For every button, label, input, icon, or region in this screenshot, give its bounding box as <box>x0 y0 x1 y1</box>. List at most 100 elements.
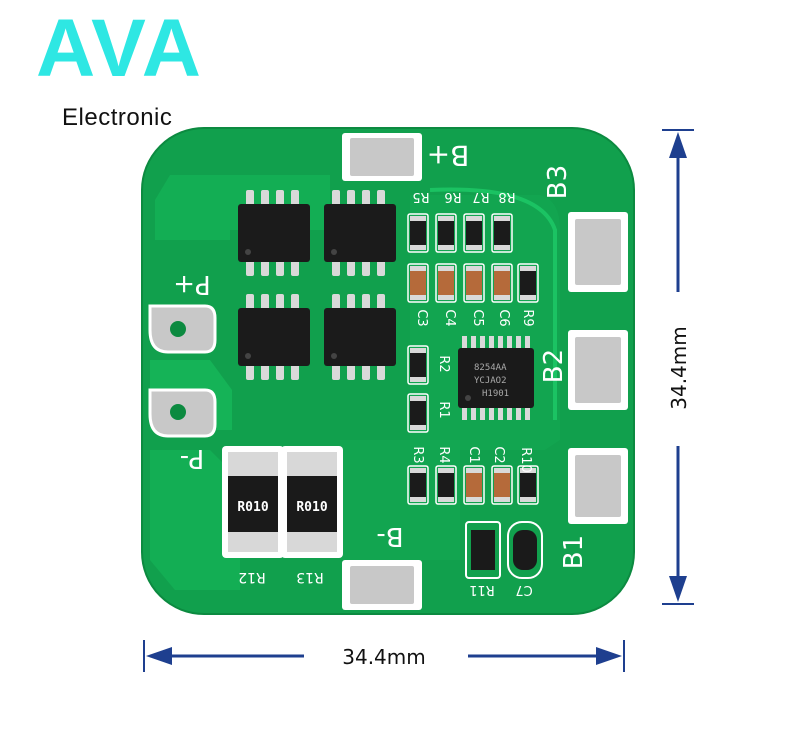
mosfet-pin <box>291 260 299 276</box>
mosfet-pin1-mark <box>245 353 251 359</box>
smd-mid-row <box>407 263 539 433</box>
smd-cap-end <box>466 295 482 300</box>
dimension-vertical: 34.4mm <box>662 129 694 605</box>
smd-cap-end <box>438 266 454 271</box>
smd-cap-end <box>494 468 510 473</box>
smd-cap-end <box>410 245 426 250</box>
smd-outline <box>407 393 429 433</box>
label-c6: C6 <box>496 309 511 326</box>
smd-outline <box>463 213 485 253</box>
smd-body <box>494 221 510 245</box>
mosfet-pin <box>347 294 355 310</box>
smd-outline <box>407 263 429 303</box>
ic-marking-line-2: YCJAO2 <box>474 376 507 386</box>
smd-resistor <box>517 263 539 303</box>
smd-cap-end <box>466 497 482 502</box>
pad-b-plus <box>342 133 422 181</box>
shunt-resistor-r12: R010 <box>222 446 284 558</box>
label-c4: C4 <box>442 309 457 326</box>
label-r8: R8 <box>498 189 515 204</box>
smd-cap-end <box>520 497 536 502</box>
smd-body <box>438 271 454 295</box>
smd-cap-end <box>466 245 482 250</box>
smd-body <box>410 473 426 497</box>
mosfet-chip <box>238 190 310 276</box>
mosfet-body <box>324 204 396 262</box>
label-r7: R7 <box>472 189 489 204</box>
pcb-trace-left <box>150 246 232 430</box>
resistor-r11 <box>465 521 501 579</box>
mosfet-pin <box>291 364 299 380</box>
mosfet-pin <box>377 364 385 380</box>
smd-body <box>410 221 426 245</box>
smd-cap-end <box>410 396 426 401</box>
mosfet-pin <box>291 294 299 310</box>
label-b2: B2 <box>539 349 569 383</box>
pad-b3 <box>568 212 628 292</box>
mosfet-pin <box>246 190 254 206</box>
shunt-resistor-r13: R010 <box>281 446 343 558</box>
mosfet-pin <box>276 190 284 206</box>
smd-outline <box>463 263 485 303</box>
ic-pin <box>462 406 467 420</box>
smd-cap-end <box>410 348 426 353</box>
smd-cap-end <box>466 216 482 221</box>
smd-outline <box>491 465 513 505</box>
smd-body <box>520 271 536 295</box>
smd-cap-end <box>410 468 426 473</box>
smd-outline <box>491 213 513 253</box>
mosfet-pin <box>246 364 254 380</box>
smd-body <box>410 401 426 425</box>
dimension-height-label: 34.4mm <box>667 326 691 410</box>
capacitor-c7 <box>507 521 543 579</box>
ic-pin <box>525 406 530 420</box>
mosfet-pin <box>377 294 385 310</box>
smd-capacitor <box>435 263 457 303</box>
smd-body <box>520 473 536 497</box>
ic-pin <box>498 406 503 420</box>
label-c3: C3 <box>414 309 429 326</box>
smd-body <box>410 353 426 377</box>
smd-cap-end <box>438 216 454 221</box>
label-r2: R2 <box>436 355 451 372</box>
mosfet-pin <box>261 364 269 380</box>
label-r6: R6 <box>444 189 461 204</box>
smd-body <box>438 221 454 245</box>
mosfet-group <box>238 190 396 380</box>
smd-cap-end <box>466 266 482 271</box>
smd-resistor <box>407 213 429 253</box>
label-r3: R3 <box>410 446 425 463</box>
brand-logo-text: AVA <box>36 3 203 94</box>
dimension-width-label: 34.4mm <box>342 645 426 669</box>
mosfet-pin <box>347 190 355 206</box>
ic-pin <box>462 336 467 350</box>
mosfet-pin <box>362 294 370 310</box>
smd-body <box>466 221 482 245</box>
mosfet-pin <box>276 260 284 276</box>
mosfet-chip <box>324 294 396 380</box>
mosfet-pin <box>347 364 355 380</box>
smd-cap-end <box>520 468 536 473</box>
smd-capacitor <box>491 263 513 303</box>
mosfet-pin <box>332 364 340 380</box>
smd-cap-end <box>494 295 510 300</box>
ic-pin <box>480 406 485 420</box>
label-c5: C5 <box>470 309 485 326</box>
smd-capacitor <box>407 263 429 303</box>
pcb-trace-arc <box>429 187 557 420</box>
label-r10: R10 <box>518 447 533 473</box>
smd-body <box>438 473 454 497</box>
ic-pin <box>525 336 530 350</box>
mosfet-chip <box>324 190 396 276</box>
smd-cap-end <box>466 468 482 473</box>
mosfet-body <box>238 308 310 366</box>
mosfet-pin1-mark <box>245 249 251 255</box>
smd-capacitor <box>463 263 485 303</box>
label-r1: R1 <box>436 401 451 418</box>
smd-cap-end <box>410 266 426 271</box>
shunt-r13-marking: R010 <box>296 500 327 515</box>
label-r9: R9 <box>520 309 535 326</box>
smd-body <box>466 271 482 295</box>
smd-body <box>494 271 510 295</box>
